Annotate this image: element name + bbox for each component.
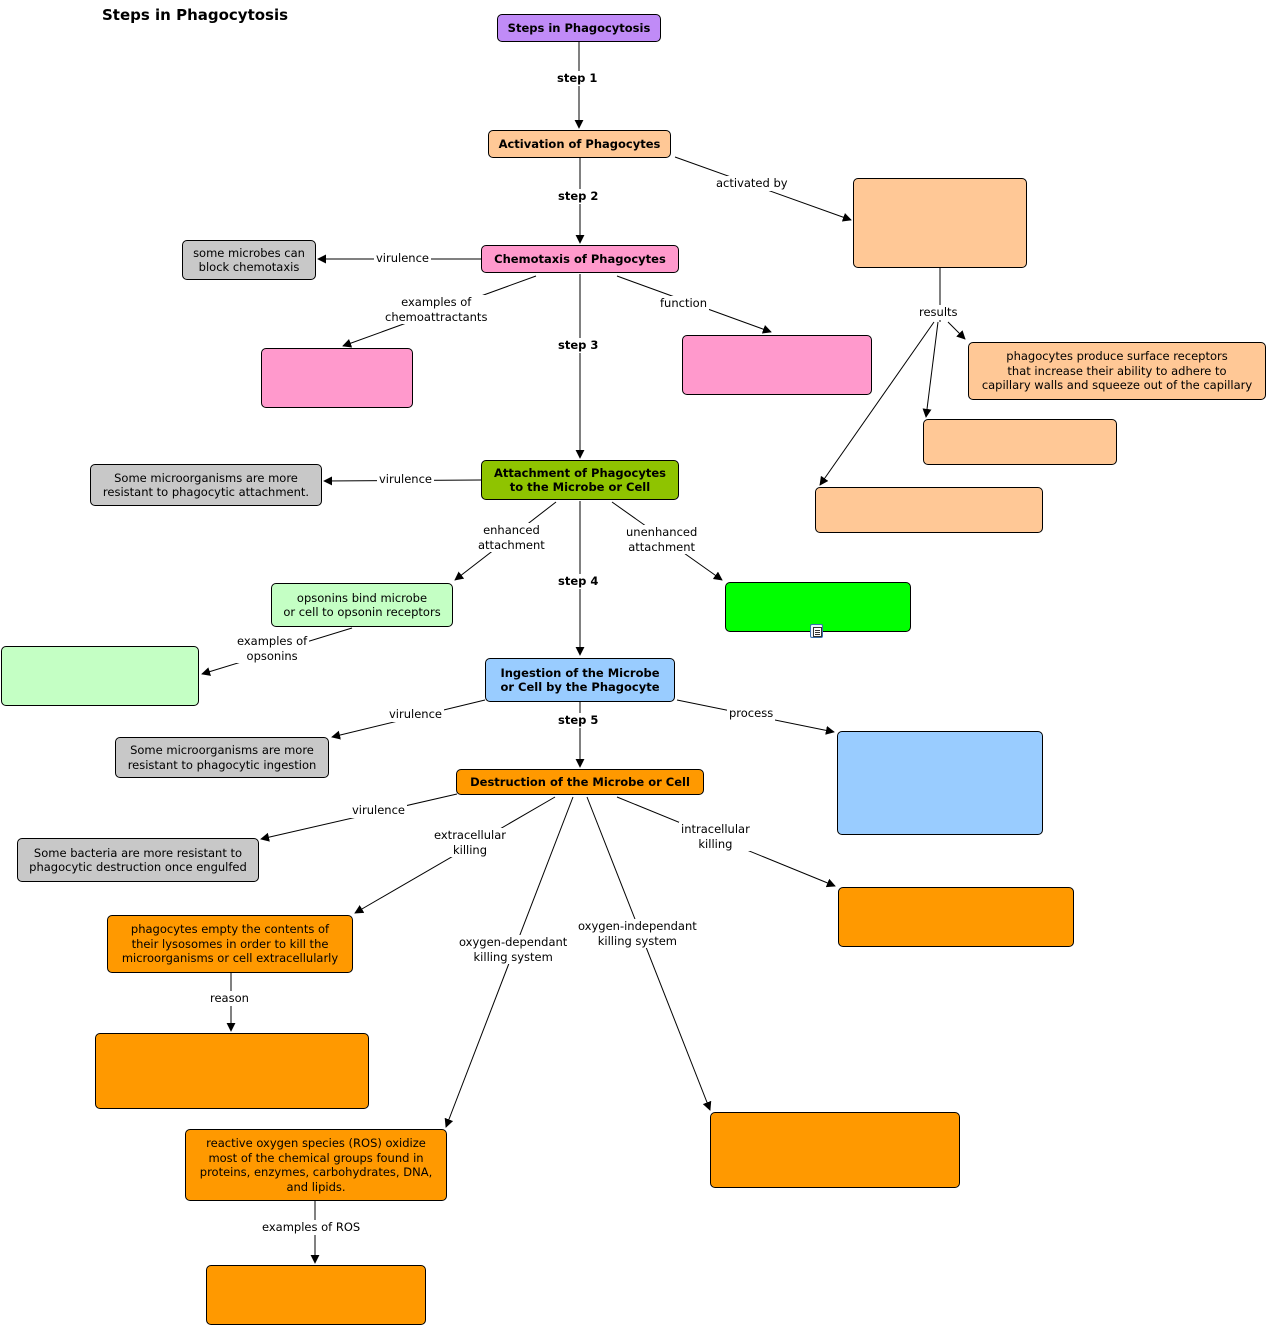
concept-activation-result-2[interactable] — [923, 419, 1117, 465]
concept-intracellular-killing[interactable] — [838, 887, 1074, 947]
concept-chemotaxis-of-phagocytes[interactable]: Chemotaxis of Phagocytes — [481, 245, 679, 273]
concept-opsonins-bind[interactable]: opsonins bind microbe or cell to opsonin… — [271, 583, 453, 627]
concept-attachment-virulence[interactable]: Some microorganisms are more resistant t… — [90, 464, 322, 506]
link-step-4: step 4 — [556, 574, 601, 589]
link-virulence-ingestion: virulence — [387, 707, 444, 722]
concept-chemotaxis-virulence[interactable]: some microbes can block chemotaxis — [182, 240, 316, 280]
link-virulence-chemotaxis: virulence — [374, 251, 431, 266]
link-step-1: step 1 — [555, 71, 600, 86]
concept-steps-in-phagocytosis[interactable]: Steps in Phagocytosis — [497, 14, 661, 42]
concept-extracellular-reason[interactable] — [95, 1033, 369, 1109]
concept-activation-of-phagocytes[interactable]: Activation of Phagocytes — [488, 130, 671, 158]
concept-examples-of-ros[interactable] — [206, 1265, 426, 1325]
link-extracellular-killing: extracellular killing — [432, 828, 509, 857]
concept-oxygen-independent-system[interactable] — [710, 1112, 960, 1188]
page-title: Steps in Phagocytosis — [102, 6, 289, 24]
link-enhanced-attachment: enhanced attachment — [476, 523, 547, 552]
link-virulence-destruction: virulence — [350, 803, 407, 818]
link-step-3: step 3 — [556, 338, 601, 353]
concept-extracellular-killing[interactable]: phagocytes empty the contents of their l… — [107, 915, 353, 973]
concept-surface-receptors[interactable]: phagocytes produce surface receptors tha… — [968, 342, 1266, 400]
link-intracellular-killing: intracellular killing — [679, 822, 752, 851]
link-virulence-attachment: virulence — [377, 472, 434, 487]
concept-destruction[interactable]: Destruction of the Microbe or Cell — [456, 769, 704, 795]
concept-ingestion[interactable]: Ingestion of the Microbe or Cell by the … — [485, 658, 675, 702]
link-reason: reason — [208, 991, 251, 1006]
concept-examples-of-opsonins[interactable] — [1, 646, 199, 706]
note-icon[interactable] — [810, 624, 823, 638]
concept-chemoattractants[interactable] — [261, 348, 413, 408]
concept-reactive-oxygen-species[interactable]: reactive oxygen species (ROS) oxidize mo… — [185, 1129, 447, 1201]
link-examples-chemoattractants: examples of chemoattractants — [383, 295, 490, 324]
link-oxygen-independant: oxygen-independant killing system — [576, 919, 699, 948]
concept-ingestion-virulence[interactable]: Some microorganisms are more resistant t… — [115, 737, 329, 778]
link-activated-by: activated by — [714, 176, 790, 191]
concept-destruction-virulence[interactable]: Some bacteria are more resistant to phag… — [17, 838, 259, 882]
concept-chemotaxis-function[interactable] — [682, 335, 872, 395]
concept-attachment-of-phagocytes[interactable]: Attachment of Phagocytes to the Microbe … — [481, 460, 679, 500]
concept-ingestion-process[interactable] — [837, 731, 1043, 835]
concept-activated-by[interactable] — [853, 178, 1027, 268]
link-step-2: step 2 — [556, 189, 601, 204]
link-step-5: step 5 — [556, 713, 601, 728]
concept-unenhanced-attachment[interactable] — [725, 582, 911, 632]
link-process: process — [727, 706, 776, 721]
link-examples-opsonins: examples of opsonins — [235, 634, 310, 663]
link-function: function — [658, 296, 709, 311]
link-examples-of-ros: examples of ROS — [260, 1220, 363, 1235]
link-unenhanced-attachment: unenhanced attachment — [624, 525, 700, 554]
link-results: results — [917, 305, 960, 320]
link-oxygen-dependant: oxygen-dependant killing system — [457, 935, 570, 964]
concept-activation-result-3[interactable] — [815, 487, 1043, 533]
